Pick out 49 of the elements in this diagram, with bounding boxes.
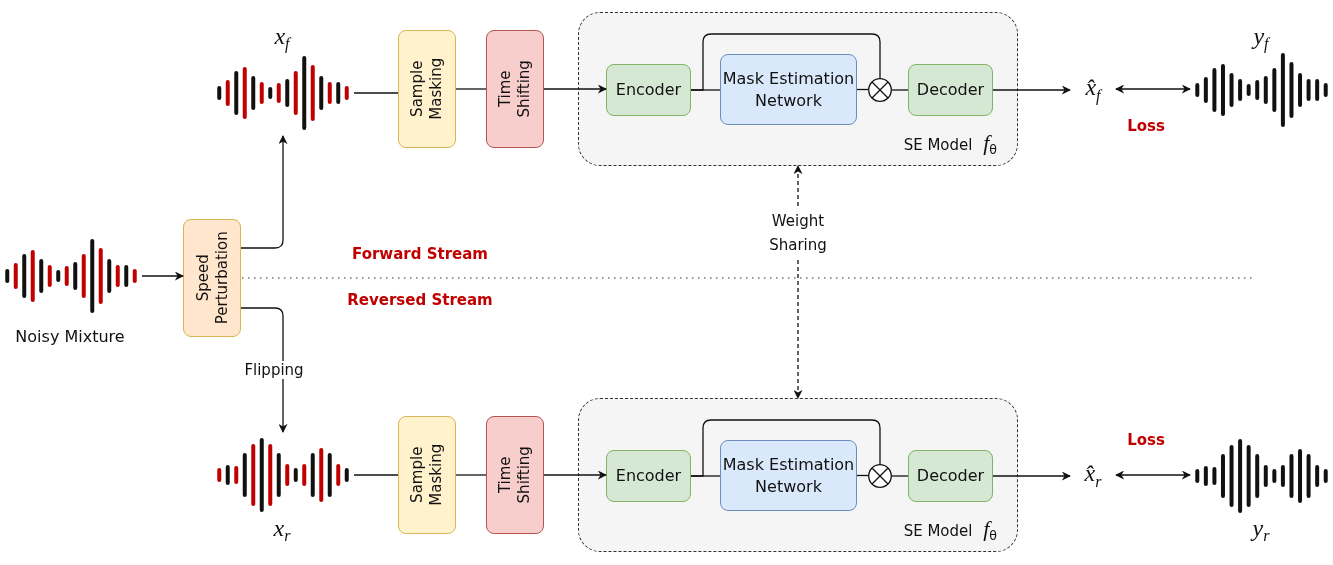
arrow — [240, 307, 288, 433]
arrow — [1115, 470, 1191, 480]
arrow — [992, 471, 1071, 481]
math-symbol: x̂$_{r}$ — [1070, 458, 1116, 492]
stream-label: Forward Stream — [352, 245, 488, 263]
connector-line — [455, 88, 487, 90]
model-label: SE Model f$_{θ}$ — [903, 516, 997, 543]
multiply-circle — [868, 464, 892, 488]
model-container — [578, 12, 1018, 166]
arrow — [793, 165, 803, 207]
process-box: Encoder — [606, 450, 691, 502]
connector-line — [690, 33, 881, 91]
caption-text: Noisy Mixture — [15, 326, 125, 346]
connector-line — [891, 89, 909, 91]
connector-line — [891, 475, 909, 477]
arrow — [793, 259, 803, 399]
process-box: Sample Masking — [398, 416, 456, 534]
math-label: y$_{f}$ — [1253, 22, 1269, 54]
connector-line — [353, 474, 399, 476]
annotation-text: Weight Sharing — [760, 208, 836, 258]
arrow — [240, 135, 288, 249]
math-label: x$_{r}$ — [273, 514, 291, 546]
process-box: Encoder — [606, 64, 691, 116]
arrow — [992, 85, 1071, 95]
model-label: SE Model f$_{θ}$ — [903, 130, 997, 157]
process-box: Time Shifting — [486, 30, 544, 148]
edge-label: Flipping — [242, 361, 306, 379]
arrow — [543, 470, 607, 480]
process-box: Time Shifting — [486, 416, 544, 534]
math-label: x$_{f}$ — [274, 22, 290, 54]
connector-line — [690, 419, 881, 477]
multiply-circle — [868, 78, 892, 102]
math-symbol: x̂$_{f}$ — [1070, 72, 1116, 106]
arrow — [1115, 84, 1191, 94]
process-box: Mask Estimation Network — [720, 440, 857, 511]
process-box: Speed Perturbation — [183, 219, 241, 337]
arrow — [543, 84, 607, 94]
process-box: Decoder — [908, 64, 993, 116]
process-box: Sample Masking — [398, 30, 456, 148]
connector-line — [353, 92, 399, 94]
math-label: y$_{r}$ — [1252, 514, 1270, 546]
process-box: Decoder — [908, 450, 993, 502]
loss-label: Loss — [1127, 117, 1165, 135]
connector-line — [455, 474, 487, 476]
loss-label: Loss — [1127, 431, 1165, 449]
stream-label: Reversed Stream — [347, 291, 493, 309]
process-box: Mask Estimation Network — [720, 54, 857, 125]
arrow — [141, 271, 184, 281]
model-container — [578, 398, 1018, 552]
